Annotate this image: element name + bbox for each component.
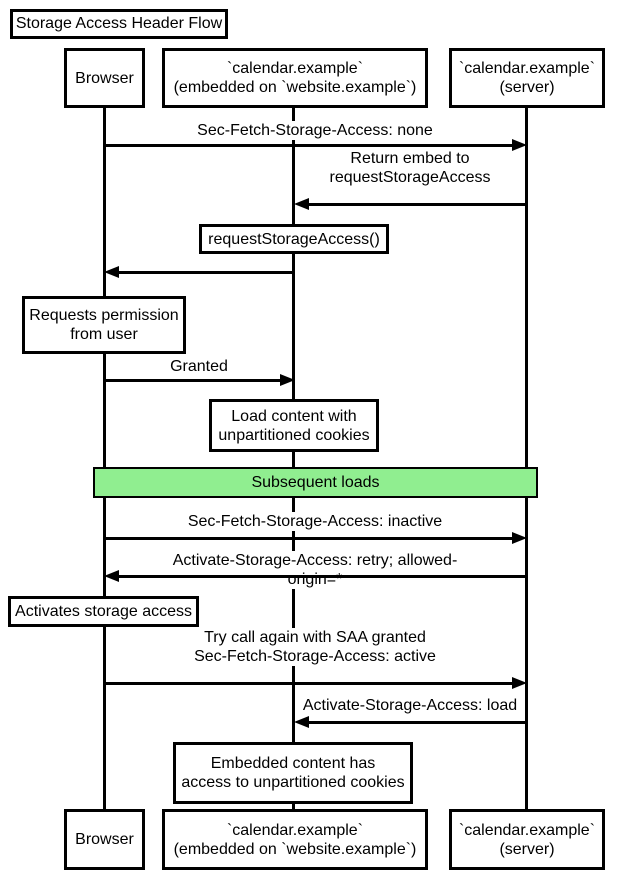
actor-server-label-line2: (server) xyxy=(499,79,555,96)
actor-browser-bottom: Browser xyxy=(64,809,145,870)
actor-browser-top: Browser xyxy=(64,48,145,108)
message-line xyxy=(308,721,526,724)
message-line xyxy=(308,203,526,206)
message-label-activate-retry: Activate-Storage-Access: retry; allowed-… xyxy=(154,551,476,589)
message-line xyxy=(104,379,281,382)
arrowhead-right-icon xyxy=(280,374,295,386)
actor-server-label-line1: `calendar.example` xyxy=(458,60,596,77)
actor-embed-label-line1: `calendar.example` xyxy=(226,60,364,77)
note-activates-storage: Activates storage access xyxy=(8,596,199,627)
message-label-granted: Granted xyxy=(167,357,231,376)
message-line xyxy=(104,537,513,540)
message-line xyxy=(104,682,513,685)
lifeline-embed xyxy=(292,107,295,810)
message-label-return-embed: Return embed to requestStorageAccess xyxy=(326,149,494,187)
note-load-content: Load content with unpartitioned cookies xyxy=(209,399,379,452)
actor-server-bottom: `calendar.example` (server) xyxy=(449,809,605,870)
message-label-sec-fetch-inactive: Sec-Fetch-Storage-Access: inactive xyxy=(184,512,446,531)
arrowhead-right-icon xyxy=(512,677,527,689)
actor-embed-label-line1: `calendar.example` xyxy=(226,821,364,839)
actor-embed-bottom: `calendar.example` (embedded on `website… xyxy=(162,809,428,870)
lifeline-server xyxy=(525,107,528,810)
message-line xyxy=(118,271,294,274)
message-label-try-again-active: Try call again with SAA granted Sec-Fetc… xyxy=(191,628,439,666)
message-line xyxy=(104,144,513,147)
note-requests-permission: Requests permission from user xyxy=(22,296,186,354)
actor-browser-label: Browser xyxy=(75,69,134,87)
actor-embed-top: `calendar.example` (embedded on `website… xyxy=(162,48,428,108)
actor-server-label-line1: `calendar.example` xyxy=(458,821,596,839)
actor-server-label-line2: (server) xyxy=(499,840,555,858)
arrowhead-left-icon xyxy=(294,716,309,728)
subsequent-loads-band: Subsequent loads xyxy=(93,467,538,498)
actor-embed-label-line2: (embedded on `website.example`) xyxy=(173,79,417,96)
arrowhead-right-icon xyxy=(512,139,527,151)
arrowhead-left-icon xyxy=(294,198,309,210)
note-embedded-content: Embedded content has access to unpartiti… xyxy=(173,742,413,804)
message-label-sec-fetch-none: Sec-Fetch-Storage-Access: none xyxy=(194,121,436,140)
diagram-title: Storage Access Header Flow xyxy=(10,9,228,39)
actor-browser-label: Browser xyxy=(75,831,134,848)
arrowhead-left-icon xyxy=(104,570,119,582)
arrowhead-right-icon xyxy=(512,532,527,544)
note-request-storage-access: requestStorageAccess() xyxy=(199,224,389,254)
lifeline-browser xyxy=(103,107,106,810)
arrowhead-left-icon xyxy=(104,266,119,278)
message-label-activate-load: Activate-Storage-Access: load xyxy=(299,696,521,715)
actor-server-top: `calendar.example` (server) xyxy=(449,48,605,108)
message-line xyxy=(118,575,526,578)
actor-embed-label-line2: (embedded on `website.example`) xyxy=(173,840,417,858)
